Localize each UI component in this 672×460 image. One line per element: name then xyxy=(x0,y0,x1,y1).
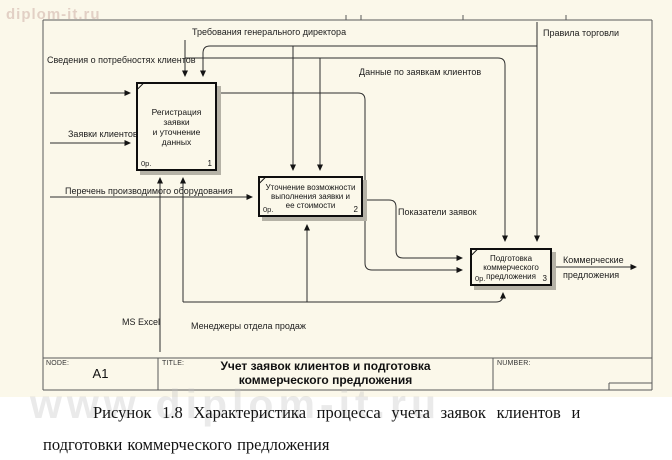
connector-lines xyxy=(42,15,653,391)
watermark-small: diplom-it.ru xyxy=(6,6,101,23)
diagram-title: Учет заявок клиентов и подготовка коммер… xyxy=(158,359,493,387)
caption-area xyxy=(0,397,672,460)
node-value: A1 xyxy=(92,366,109,381)
title-label: TITLE: xyxy=(162,360,185,367)
label-client-requests-data: Данные по заявкам клиентов xyxy=(359,67,482,77)
node-label: NODE: xyxy=(46,360,70,367)
activity-1-text: Регистрация заявки xyxy=(151,106,202,127)
label-ms-excel: MS Excel xyxy=(122,317,161,327)
box-corner-mark xyxy=(138,84,146,91)
activity-3-cost: 0р. xyxy=(475,274,486,283)
activity-box-1: Регистрация заявки и уточнение данных 0р… xyxy=(136,82,217,171)
activity-box-2: Уточнение возможности выполнения заявки … xyxy=(258,176,363,217)
label-commercial-offers-1: Коммерческие xyxy=(563,255,624,265)
number-label: NUMBER: xyxy=(497,360,531,367)
label-trade-rules: Правила торговли xyxy=(543,28,620,38)
diagram-title-line2: коммерческого предложения xyxy=(238,373,413,387)
activity-3-text: Подготовка xyxy=(489,253,533,263)
activity-box-3: Подготовка коммерческого предложения 0р.… xyxy=(470,248,552,286)
idef0-diagram-panel: Требования генерального директора Правил… xyxy=(0,0,672,397)
label-director-requirements: Требования генерального директора xyxy=(192,27,347,37)
diagram-title-line1: Учет заявок клиентов и подготовка xyxy=(220,359,431,373)
figure-caption-line1: Рисунок 1.8 Характеристика процесса учет… xyxy=(93,403,581,422)
activity-3-text: коммерческого xyxy=(483,262,539,272)
activity-3-text: предложения xyxy=(486,271,536,281)
activity-2-text: выполнения заявки и xyxy=(271,192,350,201)
label-commercial-offers-2: предложения xyxy=(563,270,620,280)
idef0-arrows xyxy=(50,22,637,352)
activity-2-text: ее стоимости xyxy=(285,201,336,210)
label-client-needs: Сведения о потребностях клиентов xyxy=(47,55,196,65)
activity-3-number: 3 xyxy=(542,274,547,283)
activity-2-number: 2 xyxy=(353,205,358,214)
label-sales-managers: Менеджеры отдела продаж xyxy=(191,321,306,331)
label-client-requests: Заявки клиентов xyxy=(68,129,138,139)
activity-1-number: 1 xyxy=(207,159,212,168)
activity-1-text: и уточнение данных xyxy=(152,126,201,147)
label-request-indicators: Показатели заявок xyxy=(398,207,477,217)
activity-1-cost: 0р. xyxy=(141,159,152,168)
box-corner-mark xyxy=(472,250,480,257)
label-equipment-list: Перечень производимого оборудования xyxy=(65,186,233,196)
activity-2-cost: 0р. xyxy=(263,205,274,214)
activity-2-text: Уточнение возможности xyxy=(265,183,356,192)
diagram-frame xyxy=(42,15,653,391)
figure-caption-line2: подготовки коммерческого предложения xyxy=(43,435,330,454)
